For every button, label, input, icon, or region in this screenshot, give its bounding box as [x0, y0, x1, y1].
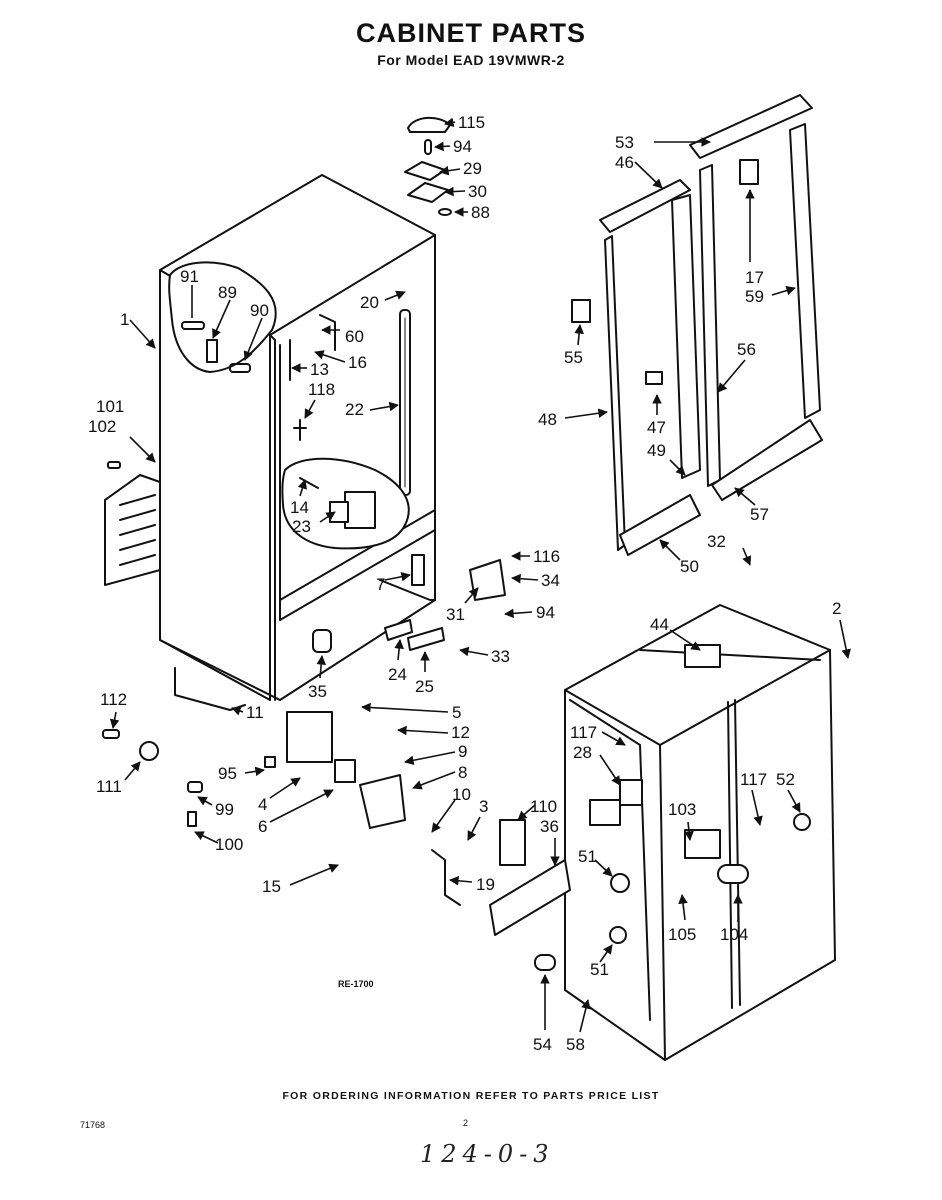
callout-117: 117 [570, 723, 597, 742]
callout-15: 15 [262, 877, 281, 896]
callout-49: 49 [647, 441, 666, 460]
callout-91: 91 [180, 267, 199, 286]
diagram-reference: RE-1700 [338, 979, 374, 989]
document-number: 71768 [80, 1120, 106, 1130]
callout-3: 3 [479, 797, 488, 816]
callout-11: 11 [246, 703, 264, 722]
callout-2: 2 [832, 599, 841, 618]
callout-103: 103 [668, 800, 696, 819]
callout-60: 60 [345, 327, 364, 346]
callout-44: 44 [650, 615, 669, 634]
screw-118 [293, 419, 307, 441]
callout-36: 36 [540, 817, 559, 836]
callout-50: 50 [680, 557, 699, 576]
callout-101: 101 [96, 397, 124, 416]
callout-8: 8 [458, 763, 467, 782]
callout-29: 29 [463, 159, 482, 178]
callout-22: 22 [345, 400, 364, 419]
page-number: 2 [463, 1118, 469, 1128]
callout-34: 34 [541, 571, 560, 590]
callout-51: 51 [590, 960, 609, 979]
callout-100: 100 [215, 835, 243, 854]
callout-20: 20 [360, 293, 379, 312]
callout-25: 25 [415, 677, 434, 696]
callout-14: 14 [290, 498, 309, 517]
callout-57: 57 [750, 505, 769, 524]
callout-30: 30 [468, 182, 487, 201]
callout-117: 117 [740, 770, 767, 789]
callout-23: 23 [292, 517, 311, 536]
callout-112: 112 [100, 690, 127, 709]
model-subtitle: For Model EAD 19VMWR-2 [377, 52, 565, 68]
callout-88: 88 [471, 203, 490, 222]
trim-strip-36 [489, 859, 571, 936]
callout-13: 13 [310, 360, 329, 379]
callout-4: 4 [258, 795, 267, 814]
callout-99: 99 [215, 800, 234, 819]
callout-58: 58 [566, 1035, 585, 1054]
callout-28: 28 [573, 743, 592, 762]
callout-5: 5 [452, 703, 461, 722]
callout-1: 1 [120, 310, 129, 329]
callout-52: 52 [776, 770, 795, 789]
callout-89: 89 [218, 283, 237, 302]
callout-7: 7 [376, 575, 385, 594]
callout-17: 17 [745, 268, 764, 287]
callout-31: 31 [446, 605, 465, 624]
callout-118: 118 [308, 380, 335, 399]
bracket-60 [319, 314, 336, 351]
callout-55: 55 [564, 348, 583, 367]
door-panels [571, 94, 823, 556]
callout-56: 56 [737, 340, 756, 359]
handwritten-note: 124-0-3 [420, 1140, 555, 1168]
callout-51: 51 [578, 847, 597, 866]
callout-46: 46 [615, 153, 634, 172]
callout-16: 16 [348, 353, 367, 372]
callout-53: 53 [615, 133, 634, 152]
callout-6: 6 [258, 817, 267, 836]
callout-94: 94 [453, 137, 472, 156]
callout-labels: 115 94 29 30 88 1 91 89 90 20 60 16 13 1… [88, 113, 841, 1054]
callout-95: 95 [218, 764, 237, 783]
callout-12: 12 [451, 723, 470, 742]
leader-lines [109, 117, 851, 1033]
top-hinge-parts [404, 116, 452, 216]
callout-33: 33 [491, 647, 510, 666]
part-110 [499, 819, 526, 866]
callout-48: 48 [538, 410, 557, 429]
callout-116: 116 [533, 547, 560, 566]
callout-54: 54 [533, 1035, 552, 1054]
freezer-liner [534, 604, 836, 1061]
page-title: CABINET PARTS [355, 18, 586, 48]
callout-111: 111 [96, 777, 122, 796]
callout-110: 110 [530, 797, 557, 816]
callout-59: 59 [745, 287, 764, 306]
callout-32: 32 [707, 532, 726, 551]
callout-104: 104 [720, 925, 748, 944]
back-panel [104, 461, 161, 586]
callout-19: 19 [476, 875, 495, 894]
callout-115: 115 [458, 113, 485, 132]
hinge-bolts [181, 321, 251, 373]
callout-90: 90 [250, 301, 269, 320]
callout-24: 24 [388, 665, 407, 684]
ordering-note: FOR ORDERING INFORMATION REFER TO PARTS … [282, 1090, 660, 1102]
callout-102: 102 [88, 417, 116, 436]
callout-9: 9 [458, 742, 467, 761]
main-cabinet [159, 174, 436, 701]
callout-94: 94 [536, 603, 555, 622]
callout-35: 35 [308, 682, 327, 701]
callout-47: 47 [647, 418, 666, 437]
callout-105: 105 [668, 925, 696, 944]
callout-10: 10 [452, 785, 471, 804]
